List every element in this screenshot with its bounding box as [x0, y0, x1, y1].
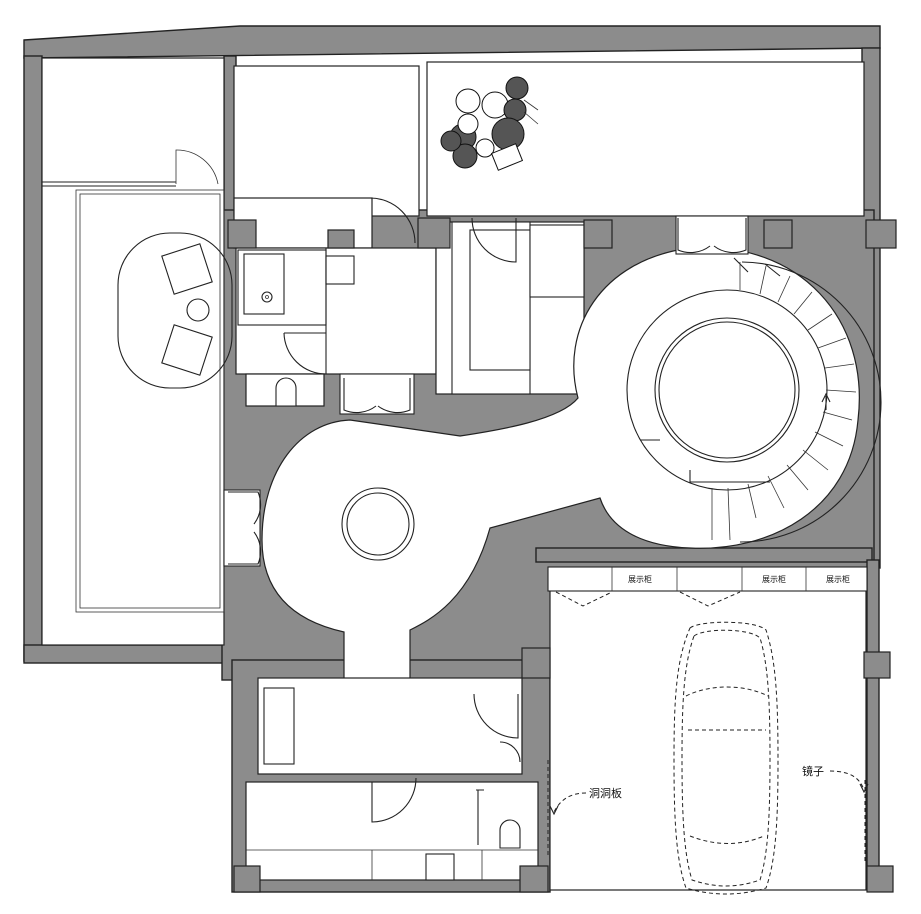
center-room [435, 217, 585, 395]
top-rooms [233, 61, 865, 249]
left-living-room [41, 57, 233, 646]
planter-cluster [440, 76, 539, 171]
toilet [275, 377, 297, 407]
car-outline [673, 621, 779, 895]
annotations: 展示柜 展示柜 展示柜 洞洞板 镜子 [549, 574, 869, 816]
oval-rug [117, 232, 233, 389]
display-cabinet-label: 展示柜 [826, 574, 850, 584]
circulation [261, 246, 860, 681]
display-cabinet-label: 展示柜 [628, 574, 652, 584]
garage [547, 566, 868, 895]
mirror-label: 镜子 [802, 764, 824, 778]
toilet [499, 819, 521, 849]
stair-treads [711, 262, 857, 541]
round-table [341, 487, 415, 561]
cave-board-label: 洞洞板 [589, 786, 622, 800]
columns [227, 217, 897, 893]
display-cabinet-label: 展示柜 [762, 574, 786, 584]
doors [223, 215, 749, 760]
side-table [186, 298, 210, 322]
armchair [161, 324, 213, 376]
lower-rooms [245, 677, 539, 881]
bathroom [235, 247, 437, 407]
spiral-stair [626, 257, 882, 543]
armchair [161, 243, 213, 295]
